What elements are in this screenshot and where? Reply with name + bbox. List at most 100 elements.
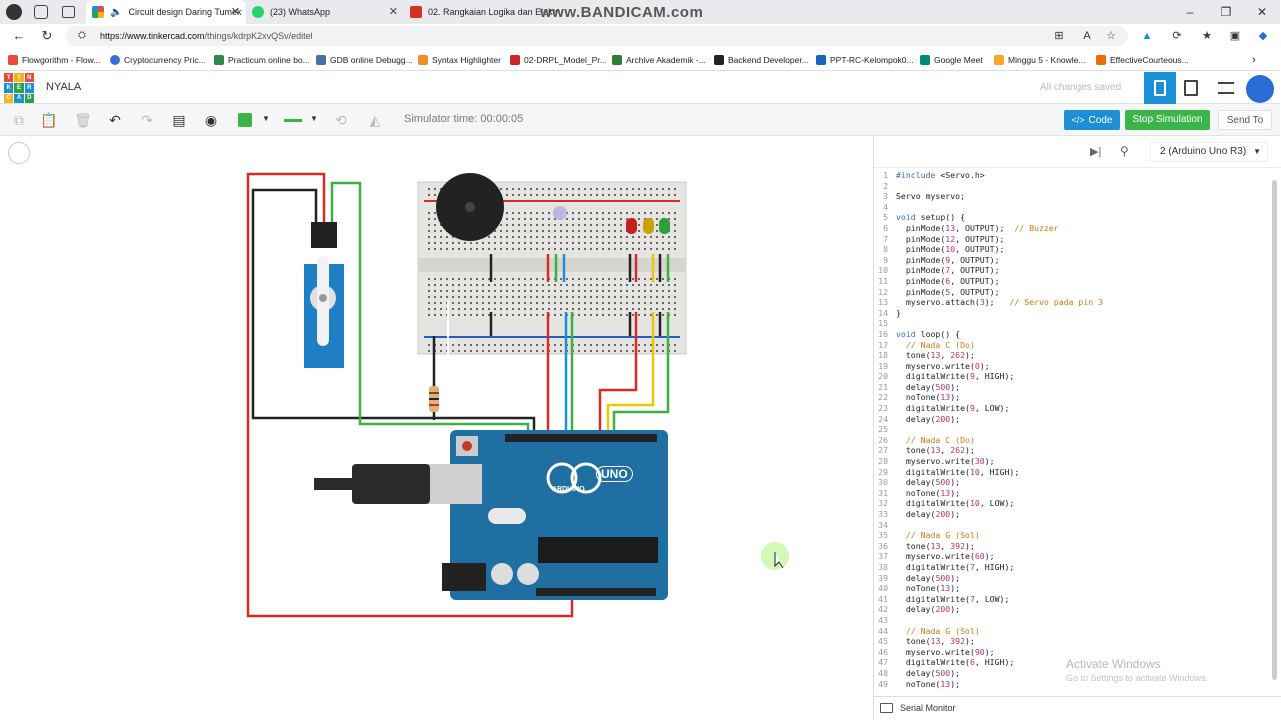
code-line[interactable]: 29 digitalWrite(10, HIGH); xyxy=(874,467,1269,478)
close-tab-icon[interactable]: ✕ xyxy=(230,6,240,18)
rotate-icon[interactable]: ⟲ xyxy=(335,112,347,128)
circuit-canvas[interactable]: UNO ARDUINO xyxy=(0,136,873,720)
code-line[interactable]: 12 pinMode(5, OUTPUT); xyxy=(874,287,1269,298)
yellow-led[interactable] xyxy=(643,218,654,234)
wire-type-picker[interactable] xyxy=(284,119,302,122)
code-line[interactable]: 40 noTone(13); xyxy=(874,583,1269,594)
code-line[interactable]: 37 myservo.write(60); xyxy=(874,551,1269,562)
refresh-extension-icon[interactable]: ⟳ xyxy=(1172,30,1182,42)
red-led[interactable] xyxy=(626,218,637,234)
code-line[interactable]: 6 pinMode(13, OUTPUT); // Buzzer xyxy=(874,223,1269,234)
user-avatar[interactable] xyxy=(1246,75,1274,103)
bookmark-item[interactable]: Minggu 5 - Knowle... xyxy=(994,52,1085,67)
code-line[interactable]: 20 digitalWrite(9, HIGH); xyxy=(874,371,1269,382)
code-line[interactable]: 7 pinMode(12, OUTPUT); xyxy=(874,234,1269,245)
tab-actions-icon[interactable] xyxy=(62,6,75,18)
code-line[interactable]: 46 myservo.write(90); xyxy=(874,647,1269,658)
redo-icon[interactable]: ↷ xyxy=(141,112,153,128)
more-bookmarks-icon[interactable]: › xyxy=(1252,53,1256,66)
bookmark-item[interactable]: Archive Akademik -... xyxy=(612,52,706,67)
debugger-icon[interactable]: ⚲ xyxy=(1120,144,1129,158)
components-icon[interactable] xyxy=(1184,80,1198,96)
green-led[interactable] xyxy=(659,218,670,234)
code-line[interactable]: 35 // Nada G (Sol) xyxy=(874,530,1269,541)
workspaces-icon[interactable] xyxy=(34,5,48,19)
minimize-icon[interactable]: – xyxy=(1186,5,1194,19)
code-line[interactable]: 38 digitalWrite(7, HIGH); xyxy=(874,562,1269,573)
site-info-icon[interactable]: ⛭ xyxy=(78,30,86,41)
code-line[interactable]: 10 pinMode(7, OUTPUT); xyxy=(874,265,1269,276)
project-name[interactable]: NYALA xyxy=(46,81,82,93)
bookmark-item[interactable]: Cryptocurrency Pric... xyxy=(110,52,206,67)
bookmark-item[interactable]: Google Meet xyxy=(920,52,983,67)
code-line[interactable]: 4 xyxy=(874,202,1269,213)
code-line[interactable]: 44 // Nada G (Sol) xyxy=(874,626,1269,637)
code-line[interactable]: 21 delay(500); xyxy=(874,382,1269,393)
component-list-icon[interactable] xyxy=(1218,82,1234,94)
url-input[interactable]: ⛭ https://www.tinkercad.com/things/kdrpK… xyxy=(66,26,1128,46)
code-line[interactable]: 30 delay(500); xyxy=(874,477,1269,488)
chevron-down-icon[interactable]: ▼ xyxy=(310,114,318,123)
app-available-icon[interactable]: ⊞ xyxy=(1054,30,1064,42)
code-line[interactable]: 25 xyxy=(874,424,1269,435)
code-line[interactable]: 47 digitalWrite(6, HIGH); xyxy=(874,657,1269,668)
tab-rangkaian[interactable]: 02. Rangkaian Logika dan Elektr xyxy=(404,0,558,24)
code-line[interactable]: 13 myservo.attach(3); // Servo pada pin … xyxy=(874,297,1269,308)
favorite-star-icon[interactable]: ☆ xyxy=(1106,30,1116,42)
chevron-down-icon[interactable]: ▼ xyxy=(262,114,270,123)
code-line[interactable]: 39 delay(500); xyxy=(874,573,1269,584)
code-line[interactable]: 11 pinMode(6, OUTPUT); xyxy=(874,276,1269,287)
code-line[interactable]: 31 noTone(13); xyxy=(874,488,1269,499)
code-line[interactable]: 23 digitalWrite(9, LOW); xyxy=(874,403,1269,414)
copy-icon[interactable]: ⧉ xyxy=(14,112,24,128)
code-line[interactable]: 33 delay(200); xyxy=(874,509,1269,520)
tab-whatsapp[interactable]: (23) WhatsApp ✕ xyxy=(246,0,404,24)
device-select[interactable]: 2 (Arduino Uno R3) ▼ xyxy=(1150,142,1268,162)
code-line[interactable]: 28 myservo.write(30); xyxy=(874,456,1269,467)
wire-color-picker[interactable] xyxy=(238,113,252,127)
code-line[interactable]: 24 delay(200); xyxy=(874,414,1269,425)
delete-icon[interactable]: 🗑 xyxy=(74,112,92,128)
back-icon[interactable]: ← xyxy=(12,28,26,43)
note-icon[interactable]: ▤ xyxy=(172,112,186,128)
upload-run-icon[interactable]: ▶| xyxy=(1090,146,1102,158)
close-tab-icon[interactable]: ✕ xyxy=(388,6,398,18)
bookmark-item[interactable]: Flowgorithm - Flow... xyxy=(8,52,100,67)
code-line[interactable]: 41 digitalWrite(7, LOW); xyxy=(874,594,1269,605)
bookmark-item[interactable]: Backend Developer... xyxy=(714,52,809,67)
bookmark-item[interactable]: EffectiveCourteous... xyxy=(1096,52,1189,67)
code-line[interactable]: 14} xyxy=(874,308,1269,319)
code-line[interactable]: 1#include <Servo.h> xyxy=(874,170,1269,181)
serial-monitor-bar[interactable]: Serial Monitor xyxy=(874,696,1281,720)
code-line[interactable]: 32 digitalWrite(10, LOW); xyxy=(874,498,1269,509)
stop-simulation-button[interactable]: Stop Simulation xyxy=(1125,110,1210,130)
close-window-icon[interactable]: ✕ xyxy=(1256,5,1268,19)
bookmark-item[interactable]: Practicum online bo... xyxy=(214,52,310,67)
bookmark-item[interactable]: Syntax Highlighter xyxy=(418,52,501,67)
scroll-thumb[interactable] xyxy=(1272,180,1277,680)
code-line[interactable]: 48 delay(500); xyxy=(874,668,1269,679)
undo-icon[interactable]: ↶ xyxy=(109,112,121,128)
code-line[interactable]: 45 tone(13, 392); xyxy=(874,636,1269,647)
collections-icon[interactable]: ▣ xyxy=(1229,30,1241,42)
code-line[interactable]: 18 tone(13, 262); xyxy=(874,350,1269,361)
code-line[interactable]: 15 xyxy=(874,318,1269,329)
code-line[interactable]: 9 pinMode(9, OUTPUT); xyxy=(874,255,1269,266)
code-line[interactable]: 2 xyxy=(874,181,1269,192)
code-line[interactable]: 34 xyxy=(874,520,1269,531)
flip-icon[interactable]: ◭ xyxy=(369,112,381,128)
rgb-led[interactable] xyxy=(553,206,567,220)
code-line[interactable]: 22 noTone(13); xyxy=(874,392,1269,403)
code-scrollbar[interactable] xyxy=(1270,170,1278,690)
paste-icon[interactable]: 📋 xyxy=(40,112,58,128)
code-line[interactable]: 17 // Nada C (Do) xyxy=(874,340,1269,351)
code-line[interactable]: 43 xyxy=(874,615,1269,626)
profile-icon[interactable] xyxy=(6,4,22,20)
fit-view-icon[interactable] xyxy=(8,142,30,164)
reload-icon[interactable]: ↻ xyxy=(41,28,53,43)
extension-icon[interactable]: ▲ xyxy=(1141,30,1153,42)
